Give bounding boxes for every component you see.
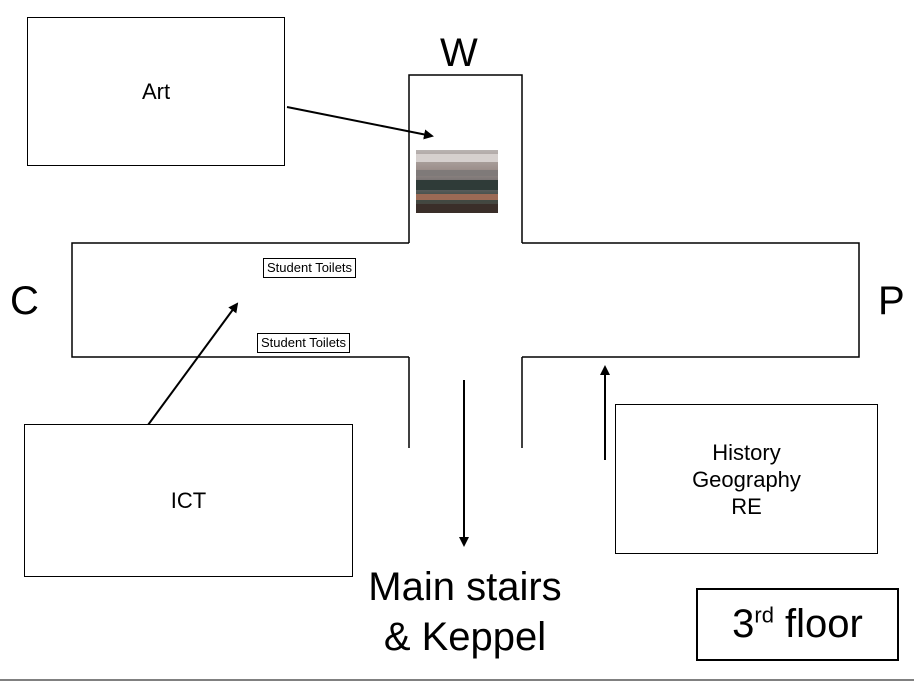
corridor-north-wall <box>408 74 523 243</box>
floor-word: floor <box>773 602 863 646</box>
main-stairs-line1: Main stairs <box>368 565 562 609</box>
main-stairs-label: Main stairs & Keppel <box>340 562 590 662</box>
corridor-top-wall-left <box>71 242 409 358</box>
room-art: Art <box>27 17 285 166</box>
arrow-ict <box>147 302 239 426</box>
room-humanities: History Geography RE <box>615 404 878 554</box>
toilets-lower-label: Student Toilets <box>257 333 351 353</box>
main-stairs-line2: & Keppel <box>383 615 547 659</box>
floor-badge: 3rd floor <box>696 588 899 661</box>
room-re-label: RE <box>731 493 762 519</box>
toilets-upper-label: Student Toilets <box>263 258 357 278</box>
floor-suffix: rd <box>754 602 774 628</box>
room-art-label: Art <box>141 78 171 104</box>
direction-p-label: P <box>878 279 905 323</box>
direction-c-label: C <box>10 279 39 323</box>
floor-number: 3 <box>732 602 755 646</box>
room-history-label: History <box>712 439 781 465</box>
corridor-top-wall-right <box>522 242 860 358</box>
room-ict-label: ICT <box>170 487 207 513</box>
classroom-photo-icon <box>416 150 498 213</box>
direction-w-label: W <box>440 31 478 75</box>
room-ict: ICT <box>24 424 353 577</box>
room-geography-label: Geography <box>692 466 801 492</box>
arrow-art <box>286 106 434 140</box>
